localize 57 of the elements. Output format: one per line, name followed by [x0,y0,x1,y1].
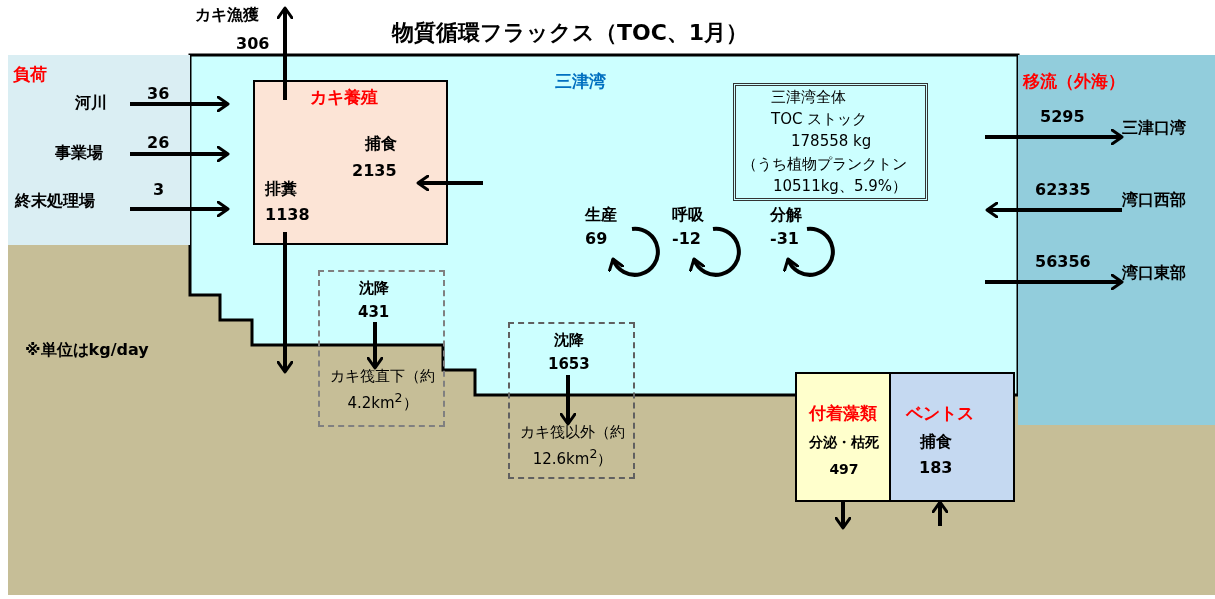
arrow [130,95,230,113]
source-label: 河川 [75,93,107,114]
process-label: 分解 -31 [770,204,802,250]
load-region [8,55,190,245]
edge-label: 36 [147,84,170,103]
benthos-box [889,372,1015,502]
box-title: ベントス [906,402,974,425]
arrow [276,6,294,100]
box-title: カキ養殖 [310,86,378,109]
edge-label: 306 [236,34,270,53]
sedimentation-box [508,322,635,479]
source-label: 終末処理場 [15,191,95,212]
area-title: 三津湾 [555,70,606,93]
oyster-farm-box [253,80,448,245]
sea-area-label: 湾口西部 [1122,190,1186,211]
flux-label: 沈降 1653 [548,330,590,375]
region-title: 負荷 [13,63,47,86]
process-label: 生産 69 [585,204,617,250]
sedimentation-box [318,270,445,427]
flux-label: 分泌・枯死 497 [808,433,880,479]
area-label: カキ筏以外（約12.6km$^{2}$） [519,422,626,470]
edge-label: 5295 [1040,107,1085,126]
stock-text: TOC ストック [771,110,868,129]
edge-label: 排糞 1138 [265,178,310,226]
arrow [834,502,852,530]
unit-note: ※単位はkg/day [25,340,149,361]
flux-label: 沈降 431 [358,278,390,323]
harvest-label: カキ漁獲 [195,5,259,26]
open-sea-region [1018,55,1215,425]
edge-label: 26 [147,133,170,152]
region-title: 移流（外海） [1023,70,1125,93]
arrow [130,200,230,218]
stock-box [733,83,928,201]
edge-label: 62335 [1035,180,1091,199]
title: 物質循環フラックス（TOC、1月） [392,19,749,47]
process-label: 呼吸 -12 [672,204,704,250]
algae-box [795,372,891,502]
flux-label: 捕食 183 [919,431,953,479]
arrow [931,500,949,526]
stock-text: （うち植物プランクトン 10511kg、5.9%） [742,154,907,197]
source-label: 事業場 [55,143,103,164]
edge-label: 56356 [1035,252,1091,271]
arrow [276,232,294,374]
edge-label: 捕食 2135 [352,133,397,183]
arrow [985,128,1124,146]
area-label: カキ筏直下（約4.2km$^{2}$） [330,366,435,414]
stock-text: 178558 kg [791,132,872,150]
bay-area [190,55,1018,395]
arrow [130,145,230,163]
arrow [985,273,1124,291]
arrow [985,201,1122,219]
box-title: 付着藻類 [809,402,877,425]
sea-area-label: 湾口東部 [1122,263,1186,284]
arrow [416,174,483,192]
stock-text: 三津湾全体 [771,88,846,107]
sea-area-label: 三津口湾 [1122,118,1186,139]
edge-label: 3 [153,180,165,199]
